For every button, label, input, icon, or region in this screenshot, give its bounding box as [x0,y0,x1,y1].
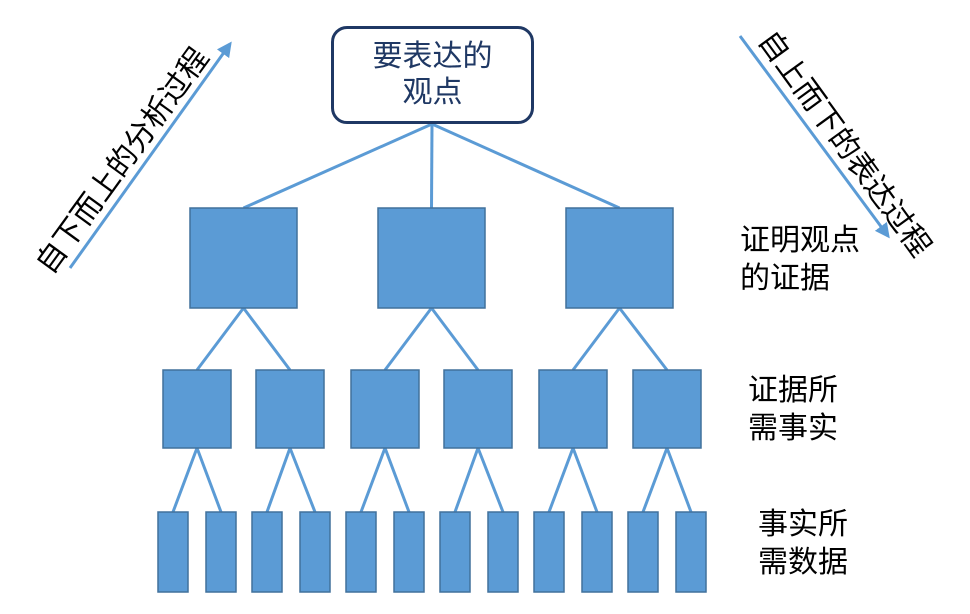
connector-line [430,123,434,209]
fact-box [538,369,608,449]
data-box [251,511,283,593]
data-box [205,511,237,593]
connector-line [431,122,621,210]
left-arrow-line [68,41,232,269]
connector-line [476,447,505,513]
data-box [299,511,331,593]
connector-lines [171,122,693,513]
evidence-box [377,207,486,309]
fact-box [350,369,420,449]
level2-label-line1: 证据所 [748,373,838,408]
fact-box [632,369,702,449]
node-boxes [157,207,707,593]
connector-line [571,447,599,513]
connector-line [618,307,669,371]
fact-box [255,369,325,449]
data-box [487,511,519,593]
connector-line [453,447,480,513]
evidence-box [565,207,674,309]
connector-line [383,447,411,513]
data-box [627,511,659,593]
fact-box [162,369,232,449]
data-box [439,511,471,593]
level1-label-line2: 的证据 [740,261,830,296]
connector-line [171,447,199,513]
connector-line [641,447,669,513]
data-box [533,511,565,593]
connector-line [195,307,245,371]
level3-label-line1: 事实所 [758,507,848,542]
connector-line [242,307,292,371]
connector-line [242,122,433,210]
connector-line [665,447,693,513]
connector-line [430,307,480,371]
level3-label: 事实所 需数据 [758,506,848,582]
top-node-line2: 观点 [402,75,463,110]
connector-line [547,447,575,513]
top-node-line1: 要表达的 [372,39,493,74]
data-box [345,511,377,593]
level1-label-line1: 证明观点 [740,223,860,258]
fact-box [443,369,513,449]
data-box [581,511,613,593]
connector-line [359,447,387,513]
connector-line [265,447,292,513]
connector-line [383,307,433,371]
level2-label: 证据所 需事实 [748,372,838,448]
evidence-box [189,207,298,309]
connector-line [195,447,223,513]
right-arrow-line [738,35,890,239]
connector-line [571,307,621,371]
data-box [157,511,189,593]
level2-label-line2: 需事实 [748,411,838,446]
data-box [393,511,425,593]
connector-line [288,447,317,513]
level1-label: 证明观点 的证据 [740,222,860,298]
level3-label-line2: 需数据 [758,545,848,580]
data-box [675,511,707,593]
top-node-viewpoint: 要表达的 观点 [331,26,534,124]
